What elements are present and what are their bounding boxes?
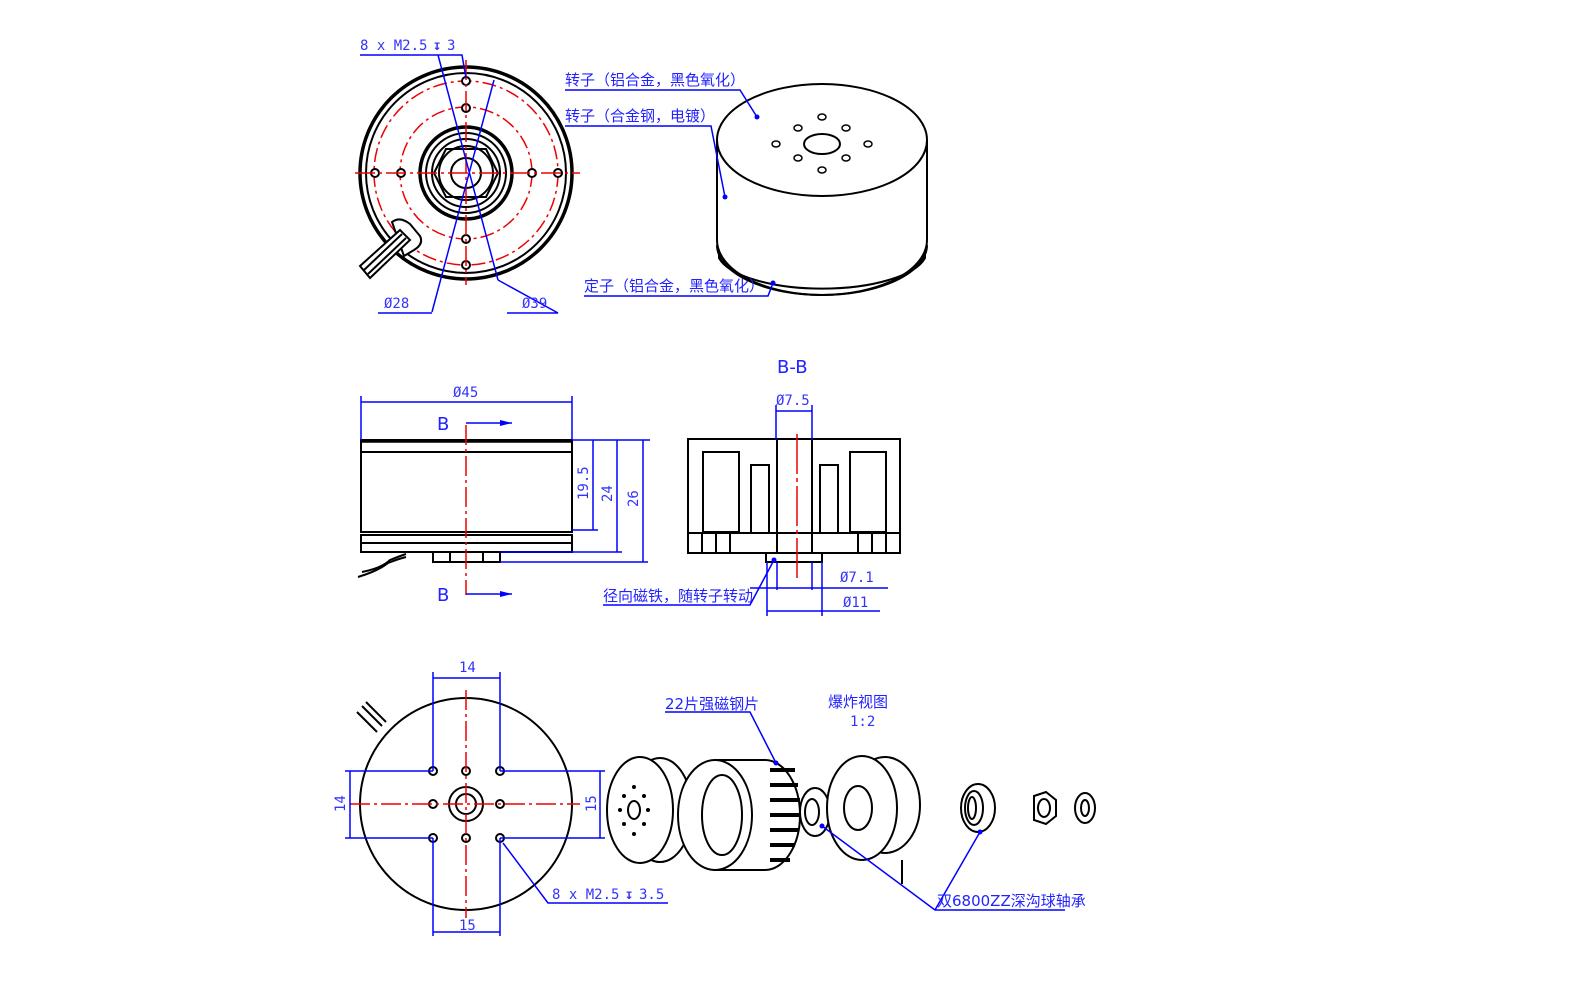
dimension-dia-11: Ø11 bbox=[843, 595, 868, 611]
cable-icon bbox=[358, 218, 423, 280]
dimension-right-15: 15 bbox=[584, 795, 600, 812]
label-bearings: 双6800ZZ深沟球轴承 bbox=[937, 892, 1086, 910]
nut-part bbox=[1033, 790, 1057, 826]
label-radial-magnet: 径向磁铁，随转子转动 bbox=[603, 587, 753, 605]
exploded-view: 爆炸视图 1:2 bbox=[606, 693, 1096, 911]
label-rotor-shell: 转子（铝合金，黑色氧化） bbox=[565, 71, 745, 89]
section-mark-top: B bbox=[437, 414, 449, 435]
dimension-height-24: 24 bbox=[600, 485, 616, 502]
label-magnets: 22片强磁钢片 bbox=[665, 695, 759, 713]
washer-part bbox=[1074, 792, 1096, 824]
section-view: B-B Ø7.5 Ø7.1 Ø11 径向磁铁，随转子转动 bbox=[603, 357, 901, 616]
depth-symbol-icon: ↧ bbox=[433, 38, 441, 54]
dimension-dia-39: Ø39 bbox=[522, 296, 547, 312]
thread-callout-depth: 3 bbox=[447, 38, 455, 54]
iso-view: 转子（铝合金，黑色氧化） 转子（合金钢，电镀） 定子（铝合金，黑色氧化） bbox=[565, 71, 928, 297]
thread-callout-spec: 8 x M2.5 bbox=[360, 38, 427, 54]
side-view: B B Ø45 19.5 24 26 bbox=[357, 385, 650, 606]
label-rotor-core: 转子（合金钢，电镀） bbox=[565, 107, 715, 125]
dimension-dia-7-1: Ø7.1 bbox=[840, 570, 874, 586]
dimension-dia-7-5: Ø7.5 bbox=[776, 393, 810, 409]
bottom-view: 14 14 15 15 8 x M2.5 ↧ 3.5 bbox=[333, 660, 668, 936]
dimension-dia-28: Ø28 bbox=[384, 296, 409, 312]
section-title: B-B bbox=[777, 357, 808, 378]
bearing-part bbox=[960, 783, 996, 833]
label-stator: 定子（铝合金，黑色氧化） bbox=[584, 277, 764, 295]
dimension-left-14: 14 bbox=[333, 795, 349, 812]
dimension-bottom-15: 15 bbox=[459, 918, 476, 934]
thread-callout-spec: 8 x M2.5 bbox=[552, 887, 619, 903]
top-view: 8 x M2.5 ↧ 3 Ø28 Ø39 bbox=[355, 38, 580, 314]
rotor-part bbox=[677, 759, 801, 871]
dimension-height-19-5: 19.5 bbox=[576, 466, 592, 500]
stator-part bbox=[826, 755, 921, 884]
exploded-view-scale: 1:2 bbox=[850, 714, 875, 730]
section-mark-bottom: B bbox=[437, 585, 449, 606]
thread-callout-depth: 3.5 bbox=[639, 887, 664, 903]
dimension-top-14: 14 bbox=[459, 660, 476, 676]
exploded-view-title: 爆炸视图 bbox=[828, 693, 888, 711]
depth-symbol-icon: ↧ bbox=[625, 887, 633, 903]
dimension-dia-45: Ø45 bbox=[453, 385, 478, 401]
dimension-height-26: 26 bbox=[626, 490, 642, 507]
